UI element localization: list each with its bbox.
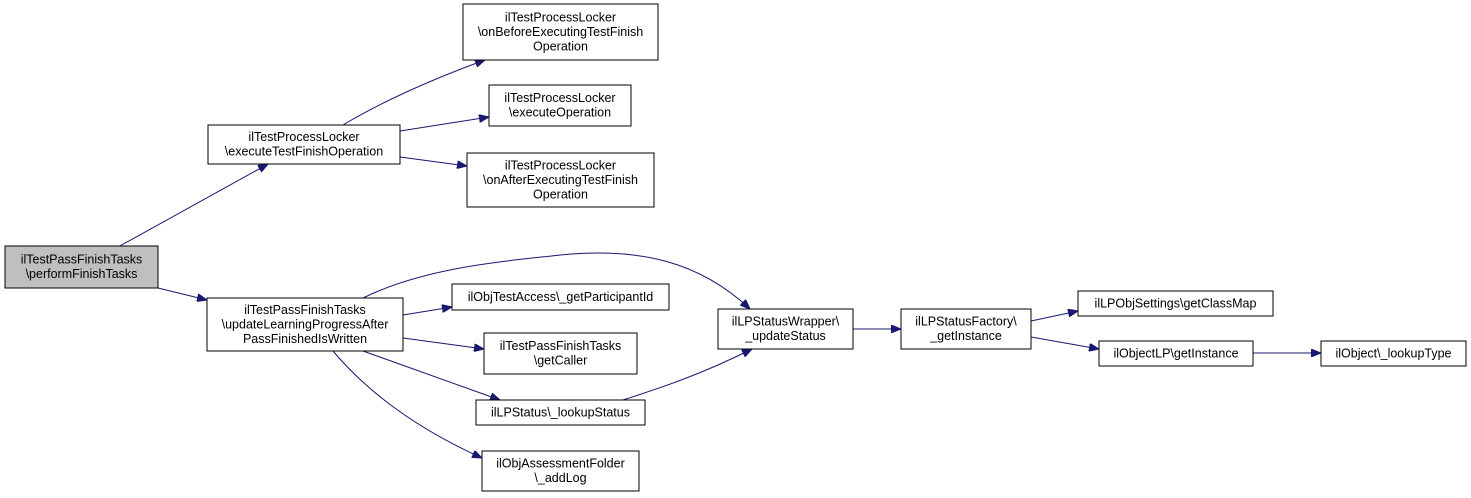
node-box: [475, 399, 646, 426]
node-box: [207, 124, 401, 165]
edge-line: [157, 287, 207, 300]
node-label-line: \_addLog: [534, 471, 586, 485]
node-label-line: \performFinishTasks: [26, 267, 138, 281]
node-classMap[interactable]: ilLPObjSettings\getClassMap: [1077, 290, 1274, 317]
node-label-line: ilLPObjSettings\getClassMap: [1095, 296, 1257, 310]
node-box: [717, 308, 854, 350]
edge-line: [332, 350, 482, 458]
node-box: [488, 84, 632, 127]
node-objLP[interactable]: ilObjectLP\getInstance: [1098, 340, 1254, 367]
node-label-line: _getInstance: [929, 329, 1002, 343]
node-label-line: ilTestPassFinishTasks: [21, 253, 143, 267]
node-label-line: ilLPStatus\_lookupStatus: [491, 405, 630, 419]
edge-execFinish-to-onBefore: [342, 60, 485, 126]
node-onAfter[interactable]: ilTestProcessLocker\onAfterExecutingTest…: [466, 152, 655, 208]
node-label-line: \onAfterExecutingTestFinish: [483, 173, 638, 187]
node-label-line: \executeTestFinishOperation: [225, 145, 383, 159]
edge-updateLP-to-addLog: [332, 350, 482, 458]
node-label-line: ilTestProcessLocker: [248, 130, 359, 144]
node-box: [1098, 340, 1254, 367]
node-label-line: ilLPStatusWrapper\: [732, 315, 840, 329]
edge-line: [622, 349, 752, 401]
node-box: [466, 152, 655, 208]
node-label-line: _updateStatus: [744, 329, 826, 343]
edge-execFinish-to-execOp: [399, 117, 489, 132]
edge-line: [1030, 311, 1078, 322]
edge-line: [402, 307, 452, 316]
edge-updateLP-to-updStatus: [362, 252, 750, 309]
node-box: [900, 308, 1032, 350]
node-label-line: ilLPStatusFactory\: [915, 315, 1017, 329]
node-lookupType[interactable]: ilObject\_lookupType: [1320, 340, 1467, 367]
edge-factory-to-classMap: [1030, 311, 1078, 322]
node-root[interactable]: ilTestPassFinishTasks\performFinishTasks: [4, 245, 159, 289]
node-updateLP[interactable]: ilTestPassFinishTasks\updateLearningProg…: [206, 297, 404, 352]
edge-updateLP-to-getCaller: [402, 337, 484, 349]
node-lookupStatus[interactable]: ilLPStatus\_lookupStatus: [475, 399, 646, 426]
node-label-line: \getCaller: [534, 354, 588, 368]
node-execOp[interactable]: ilTestProcessLocker\executeOperation: [488, 84, 632, 127]
node-label-line: ilObject\_lookupType: [1335, 346, 1451, 360]
edge-line: [399, 156, 467, 166]
node-box: [4, 245, 159, 289]
edge-line: [362, 350, 500, 400]
node-label-line: ilObjectLP\getInstance: [1113, 346, 1238, 360]
node-label-line: ilTestProcessLocker: [504, 91, 615, 105]
node-getCaller[interactable]: ilTestPassFinishTasks\getCaller: [483, 332, 638, 375]
edge-line: [362, 252, 750, 309]
edge-factory-to-objLP: [1030, 336, 1099, 349]
edge-line: [402, 337, 484, 349]
node-label-line: ilTestPassFinishTasks: [500, 339, 622, 353]
node-box: [1320, 340, 1467, 367]
node-onBefore[interactable]: ilTestProcessLocker\onBeforeExecutingTes…: [462, 3, 659, 61]
node-box: [1077, 290, 1274, 317]
node-label-line: PassFinishedIsWritten: [243, 332, 367, 346]
edge-execFinish-to-onAfter: [399, 156, 467, 166]
edge-updateLP-to-lookupStatus: [362, 350, 500, 400]
node-box: [481, 450, 640, 492]
node-box: [462, 3, 659, 61]
node-label-line: \onBeforeExecutingTestFinish: [478, 25, 643, 39]
node-box: [451, 283, 670, 311]
node-label-line: ilObjAssessmentFolder: [496, 457, 625, 471]
node-label-line: \executeOperation: [509, 106, 611, 120]
node-execFinish[interactable]: ilTestProcessLocker\executeTestFinishOpe…: [207, 124, 401, 165]
node-factory[interactable]: ilLPStatusFactory\_getInstance: [900, 308, 1032, 350]
edge-root-to-updateLP: [157, 287, 207, 300]
edge-line: [1030, 336, 1099, 349]
node-label-line: ilTestProcessLocker: [505, 158, 616, 172]
node-addLog[interactable]: ilObjAssessmentFolder\_addLog: [481, 450, 640, 492]
edge-lookupStatus-to-updStatus: [622, 349, 752, 401]
node-label-line: ilTestProcessLocker: [505, 10, 616, 24]
node-label-line: Operation: [533, 39, 588, 53]
edge-root-to-execFinish: [117, 164, 268, 248]
edge-line: [342, 60, 485, 126]
node-getPart[interactable]: ilObjTestAccess\_getParticipantId: [451, 283, 670, 311]
edge-line: [117, 164, 268, 248]
node-label-line: ilTestPassFinishTasks: [244, 303, 366, 317]
node-label-line: ilObjTestAccess\_getParticipantId: [468, 290, 654, 304]
edge-line: [399, 117, 489, 132]
node-label-line: \updateLearningProgressAfter: [222, 317, 389, 331]
node-box: [483, 332, 638, 375]
edge-updateLP-to-getPart: [402, 307, 452, 316]
node-updStatus[interactable]: ilLPStatusWrapper\_updateStatus: [717, 308, 854, 350]
node-box: [206, 297, 404, 352]
node-label-line: Operation: [533, 187, 588, 201]
